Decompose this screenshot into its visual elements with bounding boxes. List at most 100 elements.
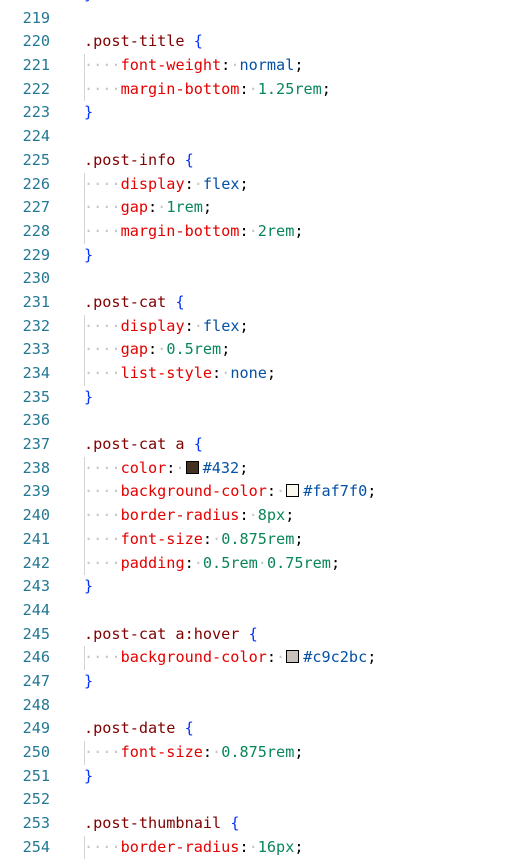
code-line[interactable]: 236 bbox=[0, 409, 517, 433]
line-content: ····font-weight:·normal; bbox=[84, 54, 304, 78]
css-value: #faf7f0 bbox=[303, 482, 368, 501]
code-line[interactable]: 234····list-style:·none; bbox=[0, 362, 517, 386]
css-value: 0.875rem bbox=[221, 529, 295, 548]
code-line[interactable]: 229} bbox=[0, 244, 517, 268]
colon: : bbox=[221, 56, 231, 75]
colon: : bbox=[239, 837, 249, 856]
opening-brace: { bbox=[230, 814, 240, 833]
colon: : bbox=[212, 364, 222, 382]
code-line[interactable]: 251} bbox=[0, 765, 517, 789]
code-line[interactable]: 247} bbox=[0, 670, 517, 694]
code-line[interactable]: 232····display:·flex; bbox=[0, 314, 517, 339]
line-number: 250 bbox=[22, 743, 50, 761]
whitespace-dot: · bbox=[248, 837, 258, 856]
css-value: none bbox=[230, 364, 267, 382]
code-line[interactable]: 243} bbox=[0, 575, 517, 599]
semicolon: ; bbox=[367, 648, 377, 667]
css-value: 16px bbox=[257, 837, 295, 856]
whitespace-dots: ···· bbox=[84, 506, 121, 525]
code-line[interactable]: 227····gap:·1rem; bbox=[0, 196, 517, 220]
whitespace-dot: · bbox=[276, 482, 286, 501]
line-number: 246 bbox=[22, 648, 50, 667]
css-value: 1.25rem bbox=[257, 79, 322, 98]
code-line[interactable]: 238····color:·#432; bbox=[0, 456, 517, 481]
code-line[interactable]: 245.post-cat a:hover { bbox=[0, 623, 517, 647]
colon: : bbox=[239, 221, 249, 240]
css-selector: .post-cat a:hover bbox=[84, 624, 240, 643]
code-line[interactable]: 242····padding:·0.5rem·0.75rem; bbox=[0, 551, 517, 576]
css-value: normal bbox=[239, 56, 295, 75]
line-number: 238 bbox=[22, 458, 50, 477]
line-content: ····border-radius:·8px; bbox=[84, 504, 294, 528]
code-line[interactable]: 230 bbox=[0, 267, 517, 291]
css-property: padding bbox=[120, 553, 185, 572]
whitespace-dot: · bbox=[248, 79, 258, 98]
code-line[interactable]: 253 .post-thumbnail { bbox=[0, 812, 517, 836]
code-line[interactable]: 254····border-radius:·16px; bbox=[0, 835, 517, 860]
colon: : bbox=[202, 529, 213, 548]
code-line[interactable]: 250····font-size:·0.875rem; bbox=[0, 741, 517, 765]
line-number: 251 bbox=[22, 766, 50, 785]
line-number: 221 bbox=[22, 56, 50, 75]
line-content: } bbox=[84, 101, 93, 125]
line-number: 240 bbox=[22, 506, 50, 525]
code-line[interactable]: 226····display:·flex; bbox=[0, 172, 517, 197]
whitespace-dot: · bbox=[212, 743, 222, 761]
color-swatch[interactable] bbox=[185, 460, 199, 474]
css-property: font-weight bbox=[120, 56, 222, 75]
line-number: 220 bbox=[22, 32, 50, 51]
css-property: font-size bbox=[120, 743, 203, 761]
closing-brace: } bbox=[84, 671, 94, 690]
code-line[interactable]: 240 ····border-radius:·8px; bbox=[0, 504, 517, 528]
whitespace-dot: · bbox=[276, 648, 286, 667]
code-line[interactable]: 241····font-size:·0.875rem; bbox=[0, 527, 517, 552]
line-content: ····padding:·0.5rem·0.75rem; bbox=[84, 552, 340, 576]
line-content: } bbox=[84, 670, 93, 694]
code-line[interactable]: 221 ····font-weight:·normal; bbox=[0, 54, 517, 78]
code-line[interactable]: 219 bbox=[0, 7, 517, 31]
opening-brace: { bbox=[175, 292, 185, 311]
indent-guide bbox=[84, 338, 85, 362]
css-property: border-radius bbox=[120, 506, 240, 525]
color-swatch[interactable] bbox=[286, 484, 300, 498]
semicolon: ; bbox=[294, 529, 304, 548]
code-line[interactable]: 246····background-color:·#c9c2bc; bbox=[0, 646, 517, 670]
css-value: 0.5rem bbox=[166, 340, 222, 359]
code-line[interactable]: 235} bbox=[0, 386, 517, 410]
code-line[interactable]: 249.post-date { bbox=[0, 717, 517, 741]
css-property: color bbox=[120, 458, 167, 477]
code-line[interactable]: 218} bbox=[0, 0, 517, 7]
line-number: 233 bbox=[22, 340, 50, 359]
code-line[interactable]: 237 .post-cat a { bbox=[0, 433, 517, 457]
line-number: 237 bbox=[22, 435, 50, 454]
code-line[interactable]: 239····background-color:·#faf7f0; bbox=[0, 480, 517, 505]
line-number: 253 bbox=[22, 814, 50, 833]
color-swatch[interactable] bbox=[286, 650, 300, 664]
line-number: 252 bbox=[22, 790, 50, 809]
css-property: gap bbox=[120, 340, 149, 359]
line-number: 249 bbox=[22, 719, 50, 738]
css-property: list-style bbox=[120, 364, 213, 382]
whitespace-dot: · bbox=[157, 340, 167, 359]
code-line[interactable]: 244 bbox=[0, 599, 517, 623]
line-content: } bbox=[84, 765, 93, 789]
semicolon: ; bbox=[266, 364, 277, 382]
line-number: 223 bbox=[22, 103, 50, 122]
code-line[interactable]: 233····gap:·0.5rem; bbox=[0, 338, 517, 362]
line-content: .post-cat a { bbox=[84, 433, 203, 457]
css-selector: .post-cat bbox=[84, 292, 167, 311]
code-line[interactable]: 231.post-cat { bbox=[0, 291, 517, 315]
code-line[interactable]: 224 bbox=[0, 125, 517, 149]
code-line[interactable]: 222····margin-bottom:·1.25rem; bbox=[0, 77, 517, 102]
code-line[interactable]: 225.post-info { bbox=[0, 149, 517, 173]
indent-guide bbox=[84, 172, 85, 197]
line-number: 247 bbox=[22, 671, 50, 690]
code-line[interactable]: 220.post-title { bbox=[0, 30, 517, 54]
code-line[interactable]: 248 bbox=[0, 694, 517, 718]
code-line[interactable]: 223} bbox=[0, 101, 517, 125]
css-selector: .post-thumbnail bbox=[84, 814, 222, 833]
code-line[interactable]: 252 bbox=[0, 788, 517, 812]
code-line[interactable]: 228····margin-bottom:·2rem; bbox=[0, 219, 517, 244]
colon: : bbox=[148, 198, 158, 217]
